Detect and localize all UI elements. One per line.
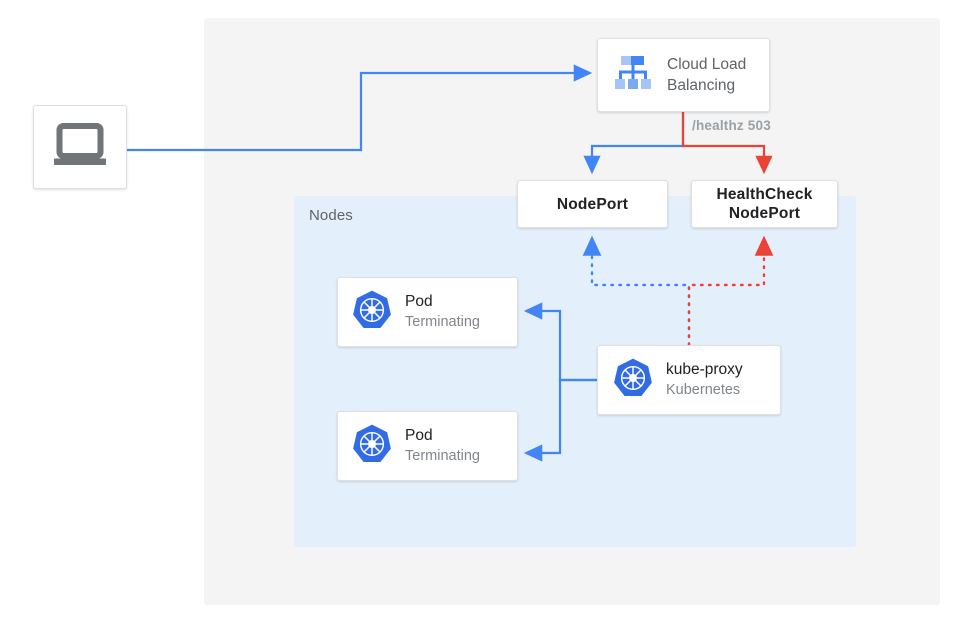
pod-1-text: Pod Terminating (405, 291, 480, 333)
edge-kubeproxy-to-nodeport-dotted (582, 235, 691, 347)
client-node[interactable] (33, 105, 127, 189)
cloud-load-balancing-icon (612, 53, 654, 98)
healthcheck-nodeport-label: HealthCheck NodePort (716, 185, 812, 223)
edge-kubeproxy-to-healthcheck-nodeport-dotted (687, 235, 774, 347)
healthcheck-nodeport-line1: HealthCheck (716, 186, 813, 203)
edge-loadbalancer-to-nodeport (583, 112, 685, 175)
healthz-status-label: /healthz 503 (692, 118, 771, 133)
cloud-load-balancing-node[interactable]: Cloud Load Balancing (597, 38, 770, 112)
clb-label-line2: Balancing (667, 77, 736, 94)
clb-label-line1: Cloud Load (667, 56, 747, 73)
kube-proxy-text: kube-proxy Kubernetes (666, 359, 743, 401)
healthcheck-nodeport-line2: NodePort (728, 205, 801, 222)
kubernetes-icon (351, 289, 393, 336)
edge-kubeproxy-to-pod-1 (523, 302, 597, 382)
pod-1-status: Terminating (405, 314, 480, 330)
cloud-load-balancing-label: Cloud Load Balancing (667, 54, 746, 96)
pod-node-1[interactable]: Pod Terminating (337, 277, 518, 347)
pod-node-2[interactable]: Pod Terminating (337, 411, 518, 481)
pod-2-status: Terminating (405, 448, 480, 464)
nodes-panel-label: Nodes (309, 207, 353, 224)
nodeport-label: NodePort (556, 195, 629, 213)
kube-proxy-title: kube-proxy (666, 361, 743, 378)
edge-loadbalancer-healthz-to-healthcheck-nodeport (681, 112, 773, 175)
pod-2-title: Pod (405, 427, 433, 444)
laptop-icon (52, 122, 108, 172)
kubernetes-icon (351, 423, 393, 470)
kube-proxy-node[interactable]: kube-proxy Kubernetes (597, 345, 781, 415)
pod-1-title: Pod (405, 293, 433, 310)
healthcheck-nodeport-node[interactable]: HealthCheck NodePort (691, 180, 838, 228)
edge-kubeproxy-to-pod-2 (523, 378, 597, 462)
kube-proxy-subtitle: Kubernetes (666, 382, 741, 398)
pod-2-text: Pod Terminating (405, 425, 480, 467)
edge-client-to-loadbalancer (127, 64, 593, 152)
nodeport-node[interactable]: NodePort (517, 180, 668, 228)
kubernetes-icon (612, 357, 654, 404)
